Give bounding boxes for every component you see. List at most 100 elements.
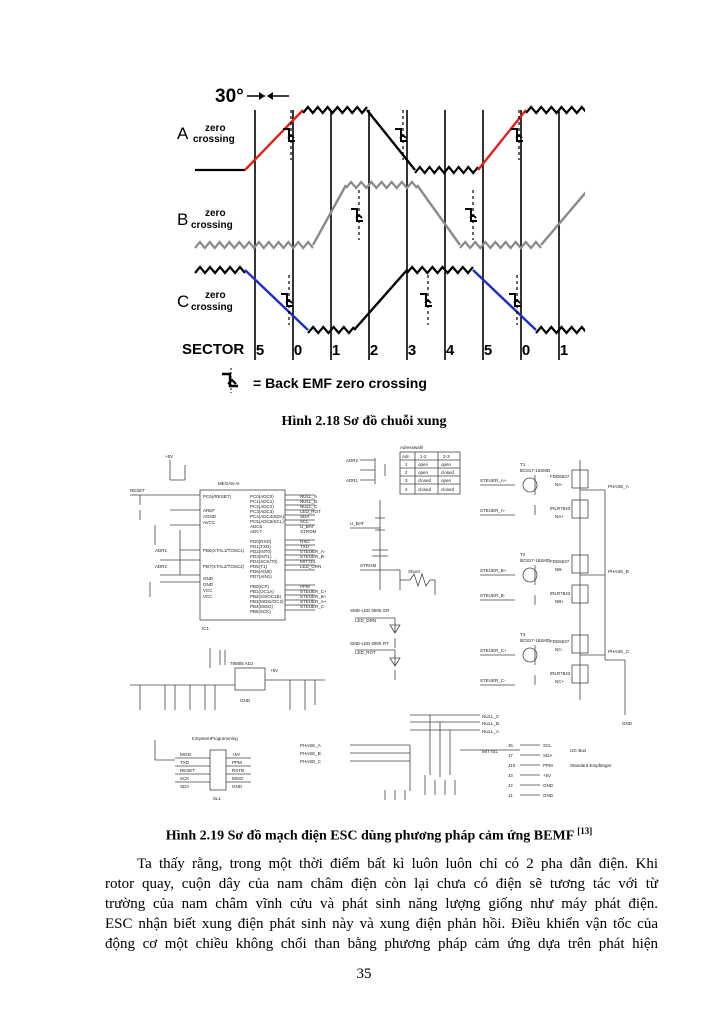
- svg-text:NULL_C: NULL_C: [300, 504, 318, 509]
- zero-crossing-markers: [281, 110, 523, 325]
- svg-text:SDA: SDA: [543, 753, 552, 758]
- phase-c-waveform: [194, 265, 585, 335]
- svg-text:STEUER_C-: STEUER_C-: [300, 604, 326, 609]
- svg-text:PHASE_A: PHASE_A: [300, 743, 321, 748]
- address-table-frame: [399, 451, 461, 495]
- svg-text:RESET: RESET: [130, 488, 145, 493]
- svg-text:AVCC: AVCC: [203, 520, 216, 525]
- svg-text:MISO: MISO: [232, 776, 244, 781]
- svg-text:STEUER_A-: STEUER_A-: [480, 508, 506, 513]
- isp-header-body: [209, 749, 227, 791]
- svg-text:STEUER_A+: STEUER_A+: [480, 478, 507, 483]
- svg-text:MITTEL: MITTEL: [300, 559, 316, 564]
- svg-text:SCL: SCL: [300, 519, 309, 524]
- svg-text:2-3: 2-3: [443, 454, 450, 459]
- phase-a-label: A zero crossing: [177, 123, 235, 145]
- sector-label: SECTOR: [182, 341, 244, 358]
- svg-text:STEUER_B-: STEUER_B-: [300, 554, 326, 559]
- svg-text:BC817-16SMD: BC817-16SMD: [520, 638, 551, 643]
- svg-text:FDD6637: FDD6637: [550, 559, 570, 564]
- svg-text:MOSI: MOSI: [180, 752, 192, 757]
- svg-text:zero: zero: [205, 208, 226, 219]
- svg-text:STEUER_B+: STEUER_B+: [480, 568, 507, 573]
- svg-text:PC1(ADC1): PC1(ADC1): [250, 499, 274, 504]
- svg-text:FDD6637: FDD6637: [550, 639, 570, 644]
- svg-text:zero: zero: [205, 290, 226, 301]
- svg-text:SMD-LED 0805 RT: SMD-LED 0805 RT: [350, 641, 389, 646]
- svg-text:STEUER_C-: STEUER_C-: [480, 678, 506, 683]
- svg-text:SDA: SDA: [300, 514, 309, 519]
- svg-text:VCC: VCC: [203, 588, 213, 593]
- svg-text:SCK: SCK: [180, 776, 189, 781]
- svg-text:PC5(ADC5/SCL): PC5(ADC5/SCL): [250, 519, 284, 524]
- svg-text:zero: zero: [205, 123, 226, 134]
- figure-2-18-caption: Hình 2.18 Sơ đồ chuỗi xung: [281, 414, 447, 429]
- phase-b-label: B zero crossing: [177, 208, 233, 231]
- svg-text:crossing: crossing: [191, 302, 233, 313]
- svg-text:NULL_B: NULL_B: [300, 499, 317, 504]
- svg-text:STROM: STROM: [360, 563, 377, 568]
- svg-text:STEUER_B-: STEUER_B-: [480, 593, 506, 598]
- sector-number: 0: [294, 342, 302, 359]
- svg-text:open: open: [418, 470, 429, 475]
- svg-text:NULL_B: NULL_B: [482, 721, 499, 726]
- paragraph-line: trường của nam châm vĩnh cửu và phát sin…: [105, 896, 658, 912]
- svg-text:ADR2: ADR2: [346, 458, 359, 463]
- svg-text:I2C-Bus: I2C-Bus: [570, 748, 587, 753]
- svg-text:GND: GND: [543, 783, 554, 788]
- svg-text:B: B: [177, 210, 188, 229]
- svg-text:crossing: crossing: [193, 134, 235, 145]
- svg-text:Adr.: Adr.: [402, 454, 410, 459]
- svg-text:PB7(XTAL2/TOSC2): PB7(XTAL2/TOSC2): [203, 564, 245, 569]
- svg-text:InSystemProgramming: InSystemProgramming: [192, 736, 238, 741]
- svg-text:4: 4: [405, 487, 408, 492]
- svg-text:TXD: TXD: [180, 760, 190, 765]
- svg-text:RESET: RESET: [180, 768, 195, 773]
- svg-text:IC1: IC1: [202, 626, 210, 631]
- svg-text:STEUER_A+: STEUER_A+: [300, 599, 327, 604]
- svg-text:STEUER_B+: STEUER_B+: [300, 594, 327, 599]
- zero-crossing-marker: [509, 275, 521, 325]
- svg-text:PHASE_C: PHASE_C: [608, 649, 630, 654]
- zero-crossing-marker: [511, 110, 523, 160]
- svg-text:AREF: AREF: [203, 508, 215, 513]
- svg-text:PB3(MOSI/OC2): PB3(MOSI/OC2): [250, 599, 284, 604]
- svg-text:PD3(INT1): PD3(INT1): [250, 554, 272, 559]
- svg-text:IRLR7843: IRLR7843: [550, 591, 571, 596]
- regulator-body: [234, 667, 266, 691]
- zero-crossing-marker: [281, 275, 293, 325]
- svg-text:NULL_C: NULL_C: [482, 714, 500, 719]
- paragraph-line: Ta thấy rằng, trong một thời điểm bất kì…: [137, 856, 658, 872]
- svg-text:PD6(AIN0): PD6(AIN0): [250, 569, 272, 574]
- svg-text:RXTB: RXTB: [232, 768, 244, 773]
- sector-number: 0: [522, 342, 530, 359]
- page-number: 35: [356, 966, 372, 982]
- svg-text:C: C: [177, 292, 189, 311]
- svg-text:U_BAT: U_BAT: [350, 521, 364, 526]
- reference-mark: [13]: [577, 826, 593, 836]
- svg-text:NC+: NC+: [555, 679, 564, 684]
- phase-c-label: C zero crossing: [177, 290, 233, 313]
- legend-text: = Back EMF zero crossing: [253, 375, 427, 391]
- svg-text:PHASE_C: PHASE_C: [300, 759, 322, 764]
- svg-text:PHASE_B: PHASE_B: [300, 751, 321, 756]
- svg-text:NC-: NC-: [555, 647, 563, 652]
- sector-divider-lines: [254, 110, 560, 360]
- svg-text:STEUER_C+: STEUER_C+: [300, 589, 327, 594]
- transistor-t1: [522, 477, 538, 493]
- svg-text:crossing: crossing: [191, 220, 233, 231]
- svg-text:ADC6: ADC6: [250, 524, 263, 529]
- zero-crossing-marker: [420, 275, 432, 325]
- svg-text:LED_ROT: LED_ROT: [355, 650, 376, 655]
- svg-text:Adresswahl: Adresswahl: [400, 445, 423, 450]
- svg-text:MEGA8-AI: MEGA8-AI: [218, 481, 240, 486]
- svg-text:BC817-16SMD: BC817-16SMD: [520, 558, 551, 563]
- sector-number: 1: [560, 342, 568, 359]
- svg-text:IRLR7843: IRLR7843: [550, 671, 571, 676]
- svg-text:SL1: SL1: [213, 796, 222, 801]
- svg-text:ADR1: ADR1: [155, 548, 168, 553]
- svg-text:PD2(INT0): PD2(INT0): [250, 549, 272, 554]
- svg-text:PB4(MISO): PB4(MISO): [250, 604, 274, 609]
- svg-text:PB0(ICP): PB0(ICP): [250, 584, 270, 589]
